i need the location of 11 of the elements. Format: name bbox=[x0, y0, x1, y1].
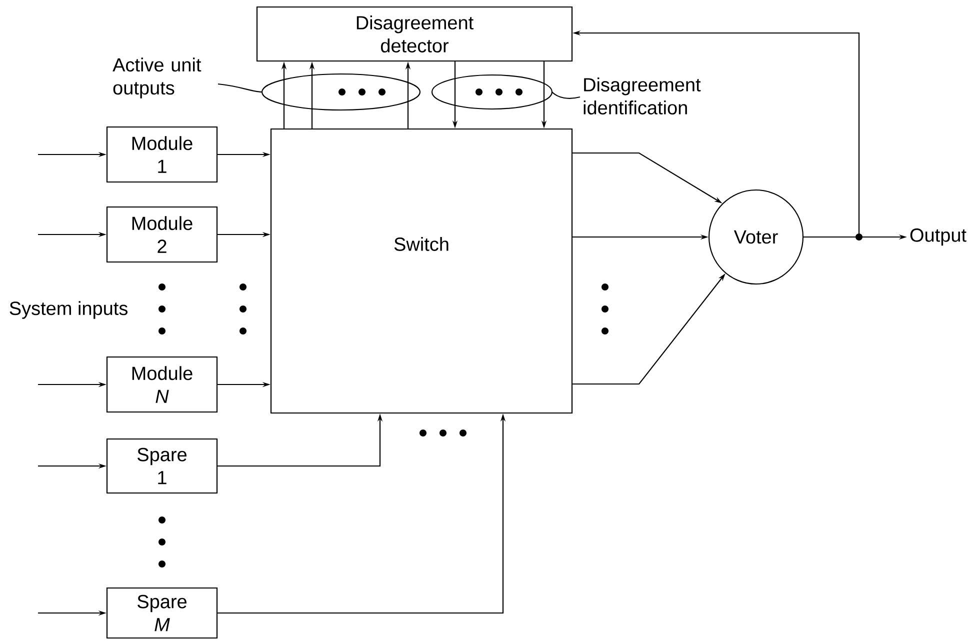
block-box: Spare M bbox=[106, 587, 218, 639]
switch-box: Switch bbox=[270, 128, 573, 414]
block-box: Disagreement detector bbox=[256, 6, 573, 62]
callout-text: Disagreement identification bbox=[584, 78, 701, 114]
block-box: Module 2 bbox=[106, 206, 218, 263]
side-label: System inputs bbox=[10, 301, 128, 319]
callout-text: Active unit outputs bbox=[112, 58, 202, 98]
block-box: Spare 1 bbox=[106, 438, 218, 494]
block-box: Module 1 bbox=[106, 126, 218, 183]
output-label: Output bbox=[910, 228, 966, 246]
block-box: Module N bbox=[106, 356, 218, 413]
